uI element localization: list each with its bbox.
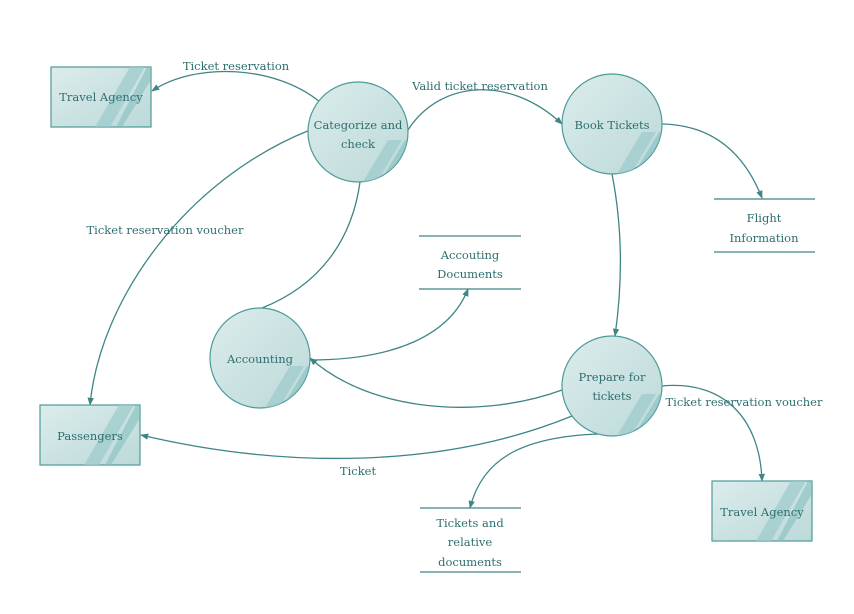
edge-accounting-to-accounting-documents bbox=[309, 288, 469, 361]
entity-travel-agency-top: Travel Agency bbox=[50, 66, 152, 128]
entity-label: Travel Agency bbox=[59, 90, 143, 104]
process-label: Book Tickets bbox=[574, 118, 649, 132]
gloss-stripe bbox=[358, 140, 402, 182]
edge-prepare-to-tickets-documents bbox=[468, 433, 599, 509]
store-tickets-and-relative-documents: Tickets and relative documents bbox=[420, 507, 521, 573]
edge-categorize-to-accounting bbox=[261, 181, 361, 309]
process-label: Accounting bbox=[226, 352, 294, 366]
flow-label-ticket-reservation-voucher-right: Ticket reservation voucher bbox=[666, 395, 823, 409]
flow-labels: Ticket reservation Valid ticket reservat… bbox=[87, 59, 823, 478]
process-prepare-for-tickets: Prepare for tickets bbox=[561, 335, 663, 437]
entity-passengers: Passengers bbox=[39, 404, 141, 466]
gloss-stripe bbox=[116, 67, 151, 127]
edge-prepare-to-accounting bbox=[309, 357, 563, 408]
flow-label-valid-ticket-reservation: Valid ticket reservation bbox=[411, 79, 548, 93]
edges bbox=[87, 70, 765, 509]
gloss-stripe bbox=[612, 394, 656, 436]
store-label: Tickets and bbox=[436, 516, 504, 530]
entity-label: Passengers bbox=[57, 429, 123, 443]
gloss-stripe bbox=[105, 405, 140, 465]
store-label: Documents bbox=[437, 267, 503, 281]
edge-categorize-to-travel-agency bbox=[151, 70, 321, 103]
process-label: tickets bbox=[592, 389, 631, 403]
process-label: Categorize and bbox=[314, 118, 403, 132]
store-flight-information: Flight Information bbox=[714, 198, 815, 253]
entity-travel-agency-bottom: Travel Agency bbox=[711, 480, 813, 542]
store-label: Information bbox=[729, 231, 799, 245]
gloss-stripe bbox=[612, 132, 656, 174]
gloss-stripe bbox=[84, 405, 134, 465]
edge-categorize-to-book-tickets bbox=[407, 89, 563, 131]
store-label: Flight bbox=[747, 211, 782, 225]
edge-prepare-to-passengers bbox=[140, 415, 573, 460]
edge-book-tickets-to-flight-info bbox=[661, 123, 763, 199]
process-book-tickets: Book Tickets bbox=[561, 73, 663, 175]
flow-label-ticket: Ticket bbox=[340, 464, 377, 478]
gloss-stripe bbox=[756, 481, 806, 541]
edge-book-tickets-to-prepare bbox=[611, 173, 621, 337]
edge-categorize-to-passengers bbox=[87, 129, 311, 406]
process-label: Prepare for bbox=[579, 370, 646, 384]
process-categorize-and-check: Categorize and check bbox=[307, 81, 409, 183]
flow-label-ticket-reservation: Ticket reservation bbox=[183, 59, 290, 73]
gloss-stripe bbox=[777, 481, 812, 541]
store-label: documents bbox=[438, 555, 502, 569]
store-accounting-documents: Accouting Documents bbox=[419, 235, 521, 290]
gloss-stripe bbox=[95, 67, 145, 127]
process-label: check bbox=[341, 137, 376, 151]
flow-label-ticket-reservation-voucher-left: Ticket reservation voucher bbox=[87, 223, 244, 237]
store-label: relative bbox=[448, 535, 493, 549]
edge-prepare-to-travel-agency bbox=[661, 384, 765, 482]
entity-label: Travel Agency bbox=[720, 505, 804, 519]
store-label: Accouting bbox=[440, 248, 500, 262]
gloss-stripe bbox=[260, 366, 304, 408]
process-accounting: Accounting bbox=[209, 307, 311, 409]
